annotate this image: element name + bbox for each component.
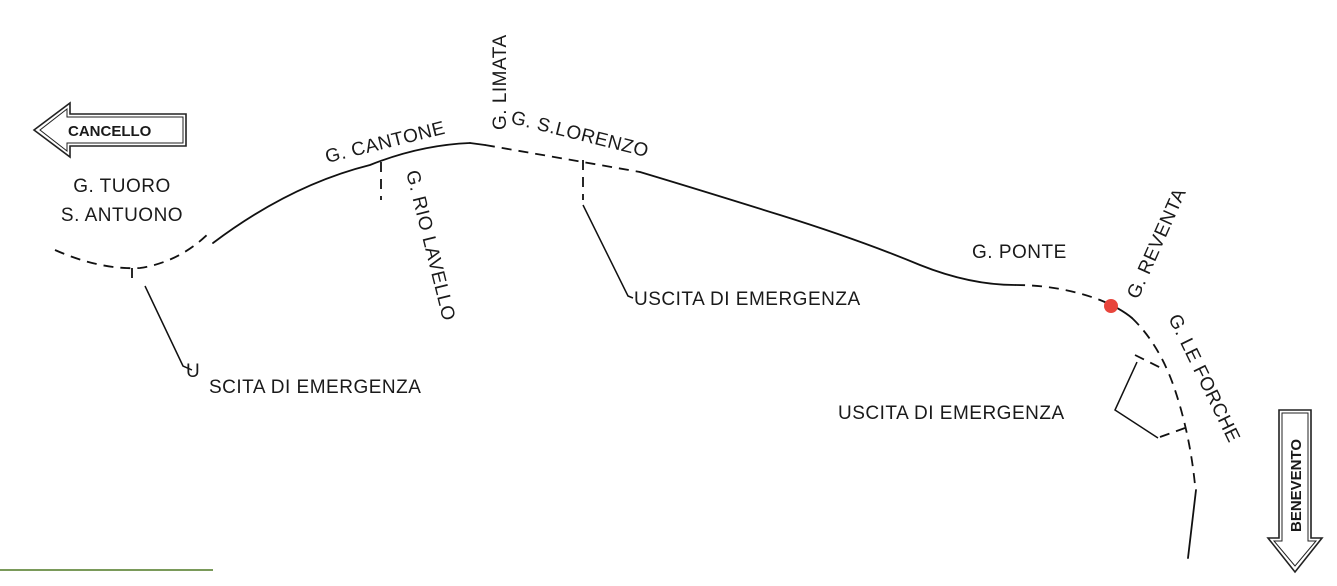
cancello-label: CANCELLO <box>68 123 152 140</box>
route-segment-reventa <box>1099 299 1133 319</box>
direction-arrow-cancello: CANCELLO <box>32 101 187 159</box>
limata-label: G. LIMATA <box>490 34 511 130</box>
tunnel-slorenzo-dashed <box>484 144 641 173</box>
tuoro-label-line1: G. TUORO <box>73 176 171 197</box>
exit-mid-label: USCITA DI EMERGENZA <box>634 289 861 310</box>
tunnel-leforche-dashed <box>1131 317 1196 486</box>
emergency-branches <box>131 160 1186 438</box>
branch-leforche-upper <box>1134 354 1166 371</box>
leader-exit-right <box>1114 361 1159 439</box>
tunnel-ponte-dashed <box>1014 284 1101 301</box>
branch-leforche-lower <box>1159 427 1186 438</box>
leader-exit-mid <box>582 204 634 299</box>
benevento-label: BENEVENTO <box>1288 439 1305 532</box>
route-segment-middle <box>639 171 1016 286</box>
leader-exit-left <box>144 285 193 371</box>
route-segment-cantone <box>212 142 471 244</box>
le-forche-label: G. LE FORCHE <box>1164 311 1244 446</box>
slorenzo-label: G. S.LORENZO <box>509 107 651 162</box>
leader-lines <box>144 204 1159 439</box>
direction-arrow-benevento: BENEVENTO <box>1266 409 1324 574</box>
ponte-label: G. PONTE <box>972 242 1067 263</box>
exit-right-label: USCITA DI EMERGENZA <box>838 403 1065 424</box>
route-segment-limata <box>469 142 486 146</box>
rio-lavello-label: G. RIO LAVELLO <box>401 168 459 323</box>
tunnel-tuoro-dashed <box>54 231 211 270</box>
cantone-label: G. CANTONE <box>323 118 447 168</box>
exit-left-label: SCITA DI EMERGENZA <box>209 377 421 398</box>
exit-left-u: U <box>186 361 200 382</box>
tuoro-label-line2: S. ANTUONO <box>61 205 183 226</box>
route-line <box>54 142 1197 559</box>
reventa-label: G. REVENTA <box>1123 185 1190 302</box>
location-marker <box>1104 299 1118 313</box>
route-segment-end <box>1187 489 1197 559</box>
